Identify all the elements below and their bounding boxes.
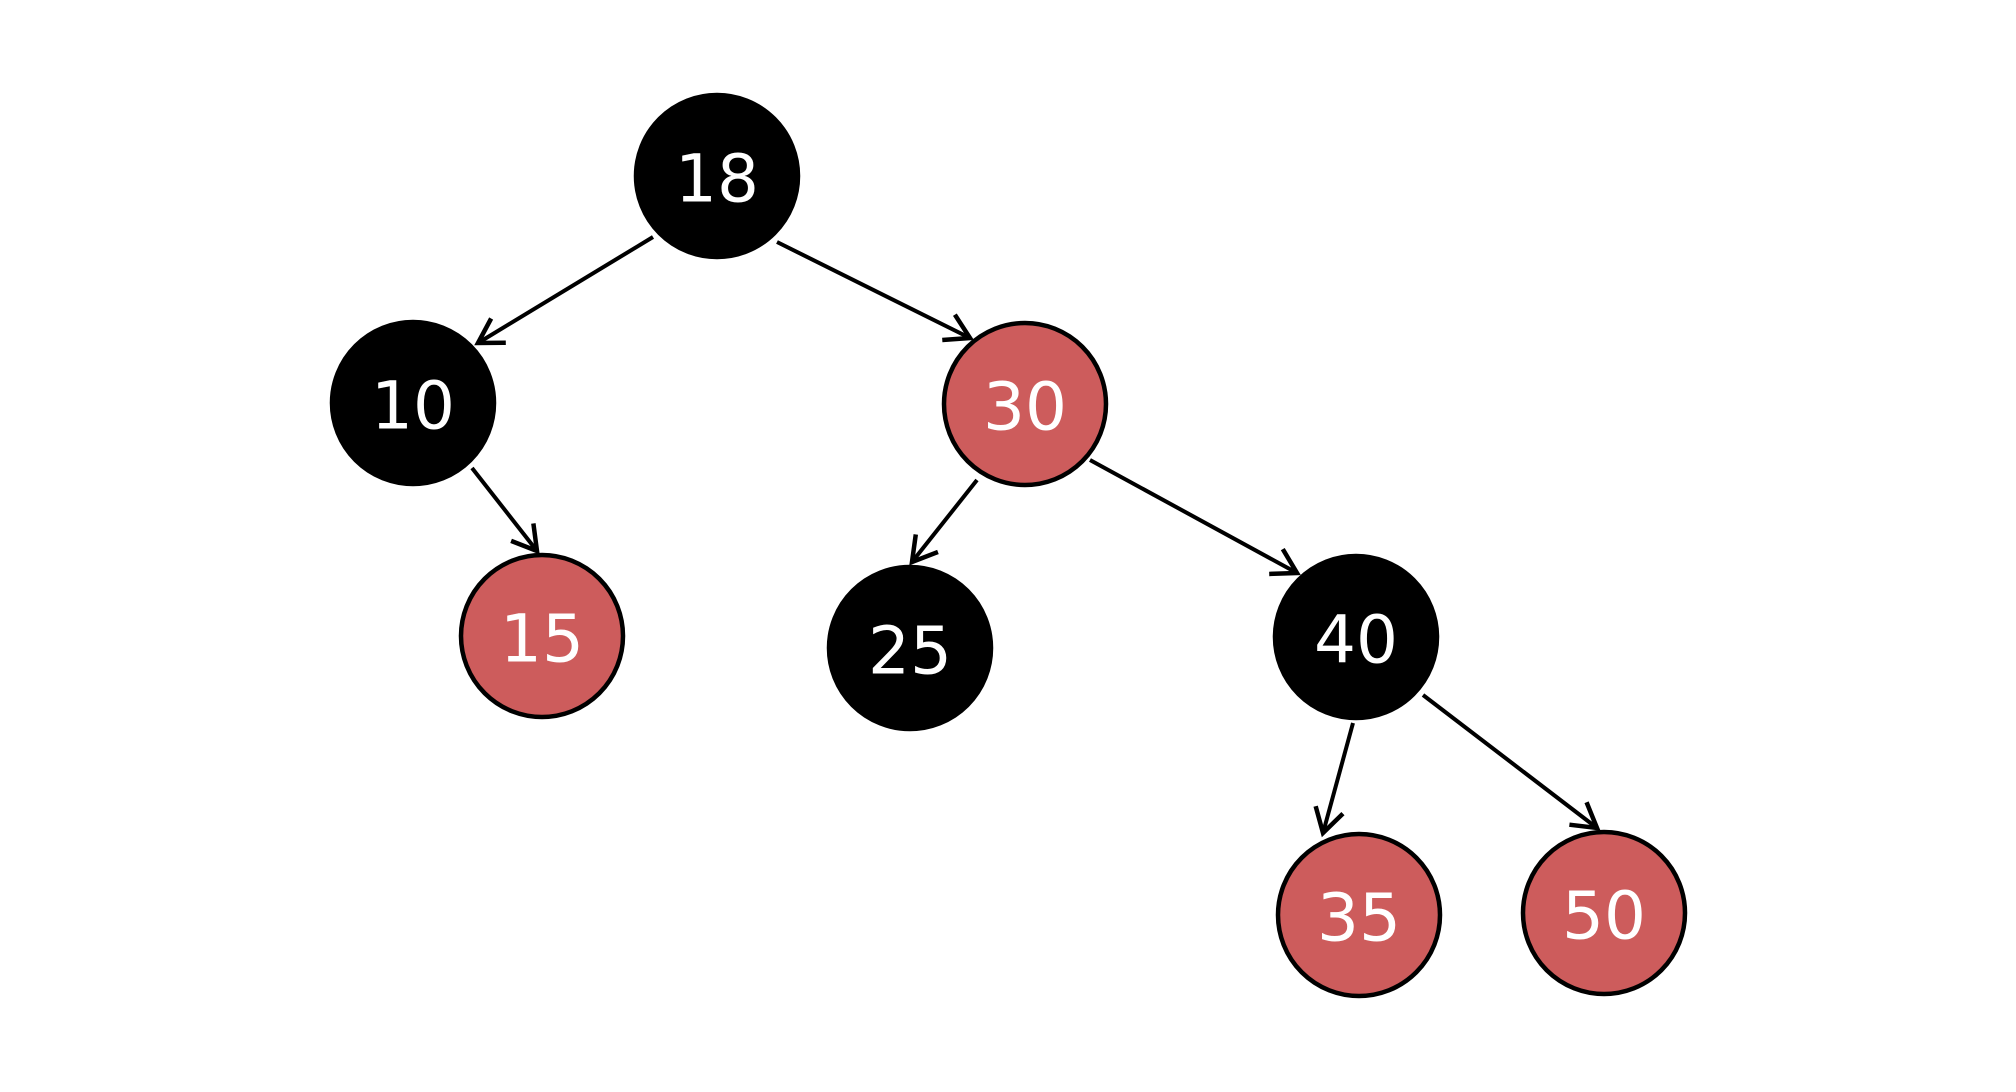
tree-node-label: 10 bbox=[371, 368, 455, 445]
edge-18-10 bbox=[474, 235, 655, 346]
tree-node-circle-red bbox=[458, 552, 626, 720]
tree-node-15: 15 bbox=[458, 552, 626, 720]
tree-node-40: 40 bbox=[1272, 553, 1440, 721]
tree-node-25: 25 bbox=[826, 564, 994, 732]
tree-node-label: 15 bbox=[500, 601, 584, 678]
tree-node-label: 25 bbox=[868, 613, 952, 690]
tree-node-label: 35 bbox=[1317, 880, 1401, 957]
tree-node-circle-red bbox=[1520, 829, 1688, 997]
tree-node-circle-black bbox=[826, 564, 994, 732]
tree-node-label: 18 bbox=[675, 141, 759, 218]
tree-node-35: 35 bbox=[1275, 831, 1443, 999]
edge-18-30 bbox=[776, 240, 974, 343]
tree-node-label: 40 bbox=[1314, 602, 1398, 679]
tree-node-50: 50 bbox=[1520, 829, 1688, 997]
edge-40-35 bbox=[1313, 722, 1355, 838]
edge-10-15 bbox=[470, 466, 540, 555]
tree-node-10: 10 bbox=[329, 319, 497, 487]
tree-node-18: 18 bbox=[633, 92, 801, 260]
tree-node-circle-red bbox=[941, 320, 1109, 488]
tree-node-label: 30 bbox=[983, 369, 1067, 446]
edge-30-40 bbox=[1089, 458, 1301, 577]
tree-node-circle-black bbox=[633, 92, 801, 260]
edge-40-50 bbox=[1421, 693, 1601, 831]
tree-node-label: 50 bbox=[1562, 878, 1646, 955]
tree-node-circle-red bbox=[1275, 831, 1443, 999]
tree-node-30: 30 bbox=[941, 320, 1109, 488]
tree-node-circle-black bbox=[329, 319, 497, 487]
edge-30-25 bbox=[909, 478, 979, 566]
tree-node-circle-black bbox=[1272, 553, 1440, 721]
